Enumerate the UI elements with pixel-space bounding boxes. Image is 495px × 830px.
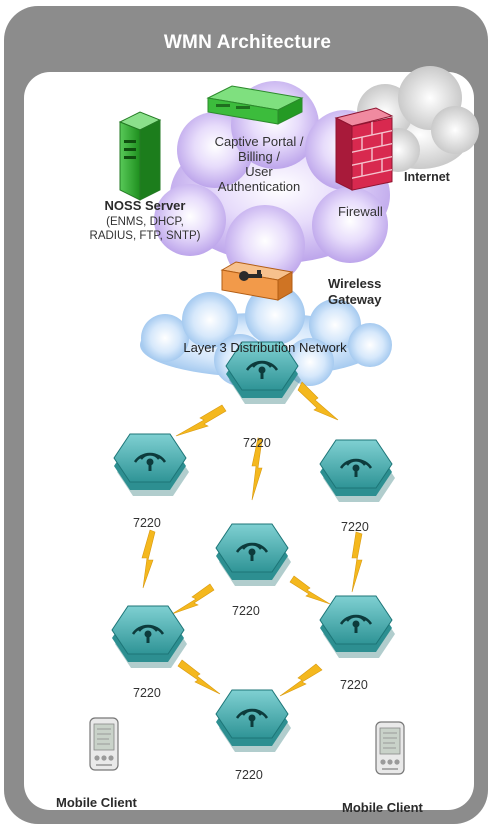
link-center-left (171, 583, 215, 615)
link-left-vertical (141, 529, 156, 589)
mesh-node-center (214, 522, 293, 588)
mesh-node-bottom-label: 7220 (235, 768, 263, 782)
mesh-node-bottom (214, 688, 293, 754)
wireless-gateway-label: Wireless Gateway (328, 276, 382, 307)
mesh-node-top-label: 7220 (243, 436, 271, 450)
mobile-client-left-label: Mobile Client (56, 795, 137, 810)
internet-label: Internet (404, 170, 450, 184)
mesh-node-lower-right-label: 7220 (340, 678, 368, 692)
mesh-node-lower-right (318, 594, 397, 660)
mesh-node-upper-left (112, 432, 191, 498)
link-top-center (251, 437, 263, 501)
wireless-gateway-icon (220, 261, 294, 301)
mobile-client-left-icon (89, 717, 119, 771)
link-top-left (175, 404, 227, 437)
firewall-label: Firewall (338, 204, 383, 219)
mobile-client-right-icon (375, 721, 405, 775)
mesh-links (141, 381, 363, 697)
link-bottom-left (177, 659, 221, 695)
mobile-client-right-label: Mobile Client (342, 800, 423, 815)
mesh-node-lower-left-label: 7220 (133, 686, 161, 700)
mesh-node-upper-right-label: 7220 (341, 520, 369, 534)
distribution-network-label: Layer 3 Distribution Network (183, 340, 347, 355)
captive-portal-label: Captive Portal / Billing / User Authenti… (214, 134, 304, 194)
link-right-vertical (351, 531, 363, 593)
firewall-icon (334, 107, 394, 191)
noss-server-icon (118, 111, 162, 201)
link-bottom-right (279, 663, 323, 697)
mesh-node-lower-left (110, 604, 189, 670)
internet-cloud (357, 66, 479, 172)
link-top-right (297, 381, 339, 421)
diagram-title: WMN Architecture (163, 32, 332, 53)
mesh-node-upper-right (318, 438, 397, 504)
mesh-node-upper-left-label: 7220 (133, 516, 161, 530)
mesh-node-center-label: 7220 (232, 604, 260, 618)
link-center-right (289, 575, 331, 605)
noss-server-title: NOSS Server (104, 198, 186, 213)
noss-server-detail: (ENMS, DHCP, RADIUS, FTP, SNTP) (89, 216, 201, 242)
captive-portal-device (206, 85, 304, 125)
